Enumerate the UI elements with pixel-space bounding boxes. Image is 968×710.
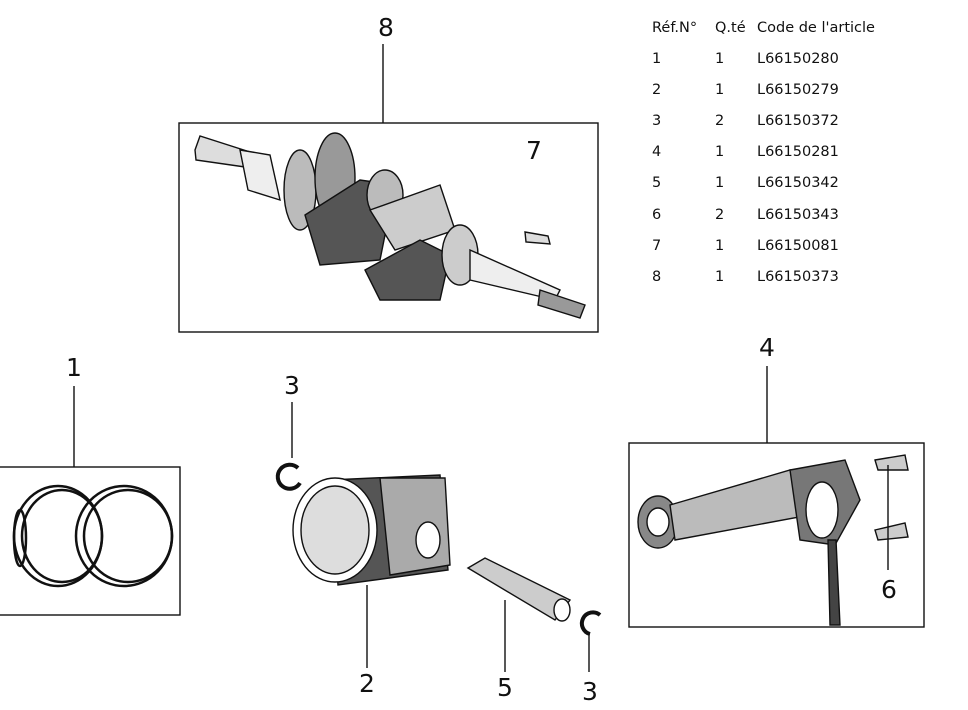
circlip-bottom-drawing	[579, 610, 602, 636]
cell-qty: 1	[715, 237, 725, 254]
cell-ref: 6	[652, 206, 662, 223]
table-row: 5 1 L66150342	[642, 168, 877, 199]
table-row: 8 1 L66150373	[642, 261, 877, 292]
piston-drawing	[292, 474, 451, 586]
callout-rod-bolts: 6	[881, 575, 897, 604]
table-row: 6 2 L66150343	[642, 199, 877, 230]
header-code: Code de l'article	[757, 19, 875, 36]
cell-qty: 2	[715, 206, 725, 223]
cell-code: L66150280	[757, 50, 839, 67]
cell-ref: 1	[652, 50, 662, 67]
cell-code: L66150281	[757, 144, 839, 161]
parts-table: Réf.N° Q.té Code de l'article 1 1 L66150…	[642, 12, 877, 293]
cell-qty: 1	[715, 175, 725, 192]
header-qty: Q.té	[715, 19, 746, 36]
cell-qty: 2	[715, 112, 725, 129]
piston-rings-frame	[0, 466, 181, 616]
cell-ref: 7	[652, 237, 662, 254]
cell-code: L66150342	[757, 175, 839, 192]
cell-code: L66150279	[757, 81, 839, 98]
cell-ref: 4	[652, 144, 662, 161]
piston-rings-drawing	[12, 484, 174, 588]
callout-connecting-rod: 4	[759, 333, 775, 362]
table-row: 1 1 L66150280	[642, 43, 877, 74]
piston-pin-drawing	[466, 557, 572, 622]
callout-crankshaft: 8	[378, 13, 394, 42]
callout-piston: 2	[359, 669, 375, 698]
callout-circlip-bottom: 3	[582, 677, 598, 706]
table-row: 7 1 L66150081	[642, 230, 877, 261]
circlip-top-drawing	[275, 462, 302, 491]
parts-table-header: Réf.N° Q.té Code de l'article	[642, 12, 877, 43]
cell-code: L66150372	[757, 112, 839, 129]
cell-ref: 2	[652, 81, 662, 98]
crankshaft-drawing	[194, 132, 586, 319]
cell-ref: 3	[652, 112, 662, 129]
table-row: 2 1 L66150279	[642, 74, 877, 105]
cell-code: L66150081	[757, 237, 839, 254]
callout-piston-rings: 1	[66, 353, 82, 382]
callout-crankshaft-key: 7	[526, 136, 542, 165]
cell-qty: 1	[715, 81, 725, 98]
crankshaft-frame	[178, 122, 599, 333]
cell-ref: 5	[652, 175, 662, 192]
callout-circlip-top: 3	[284, 371, 300, 400]
cell-qty: 1	[715, 50, 725, 67]
callout-piston-pin: 5	[497, 673, 513, 702]
connecting-rod-drawing	[637, 454, 909, 626]
cell-code: L66150373	[757, 268, 839, 285]
cell-qty: 1	[715, 144, 725, 161]
header-ref: Réf.N°	[652, 19, 698, 36]
table-row: 4 1 L66150281	[642, 137, 877, 168]
cell-qty: 1	[715, 268, 725, 285]
cell-code: L66150343	[757, 206, 839, 223]
table-row: 3 2 L66150372	[642, 105, 877, 136]
connecting-rod-frame	[628, 442, 925, 628]
cell-ref: 8	[652, 268, 662, 285]
